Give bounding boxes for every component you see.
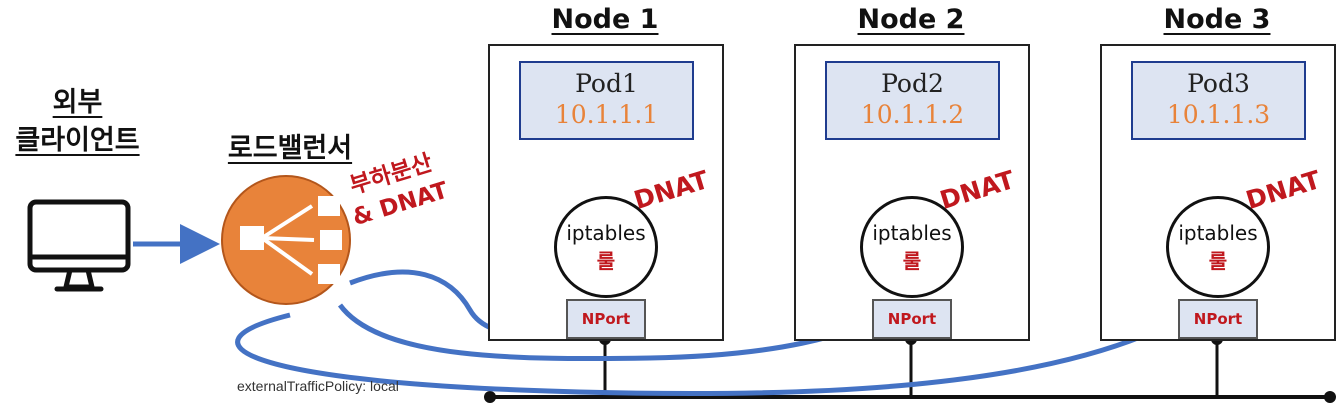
node2-iptables-rule: 룰: [902, 249, 922, 273]
node3-pod: Pod3 10.1.1.3: [1131, 61, 1306, 140]
node2-pod-ip: 10.1.1.2: [860, 100, 965, 129]
node1-iptables-label: iptables: [566, 221, 646, 245]
node2-nodeport: NPort: [872, 299, 952, 339]
client-title-line2: 클라이언트: [15, 125, 140, 156]
node1-pod-name: Pod1: [575, 69, 638, 98]
node1-nodeport: NPort: [566, 299, 646, 339]
node1-pod: Pod1 10.1.1.1: [519, 61, 694, 140]
node3-iptables-rule: 룰: [1208, 249, 1228, 273]
client-title: 외부 클라이언트: [0, 84, 155, 160]
node3-pod-ip: 10.1.1.3: [1166, 100, 1271, 129]
client-title-line1: 외부: [52, 87, 103, 118]
node1-pod-ip: 10.1.1.1: [554, 100, 659, 129]
node1-iptables: iptables 룰: [554, 196, 658, 298]
load-balancer-icon: [221, 175, 351, 305]
node3-pod-name: Pod3: [1187, 69, 1250, 98]
monitor-icon: [27, 199, 131, 292]
node2-iptables-label: iptables: [872, 221, 952, 245]
node1-iptables-rule: 룰: [596, 249, 616, 273]
node3-nodeport: NPort: [1178, 299, 1258, 339]
node3-iptables-label: iptables: [1178, 221, 1258, 245]
lb-to-node3-flow: [235, 295, 1217, 397]
load-balancer-title: 로드밸런서: [227, 133, 353, 164]
node2-iptables: iptables 룰: [860, 196, 964, 298]
traffic-policy-label: externalTrafficPolicy: local: [237, 378, 399, 394]
node3-title: Node 3: [1163, 4, 1271, 35]
node2-pod-name: Pod2: [881, 69, 944, 98]
node2-pod: Pod2 10.1.1.2: [825, 61, 1000, 140]
node1-title: Node 1: [551, 4, 659, 35]
node3-iptables: iptables 룰: [1166, 196, 1270, 298]
node2-title: Node 2: [857, 4, 965, 35]
